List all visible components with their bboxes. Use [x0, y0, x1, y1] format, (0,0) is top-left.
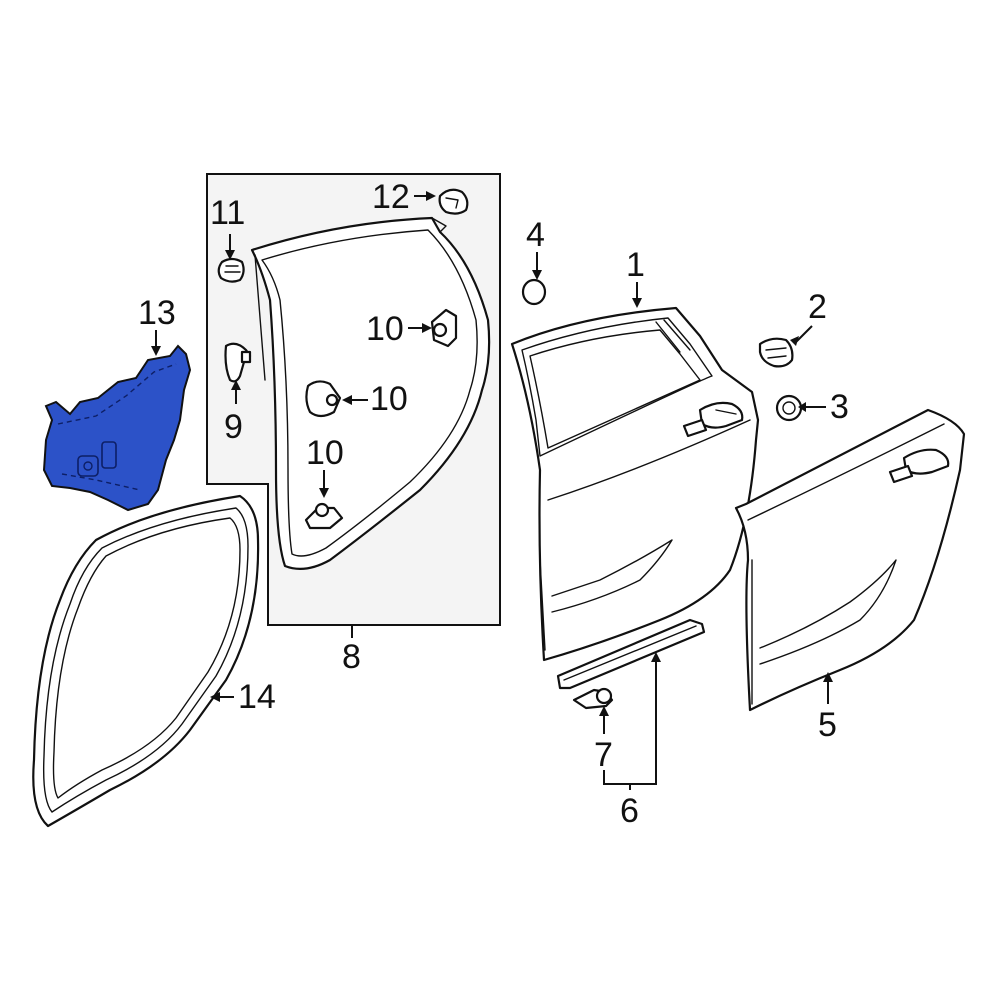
- callout-4: 4: [526, 216, 545, 254]
- part-12-clip: [438, 188, 469, 215]
- callout-14: 14: [238, 678, 276, 716]
- callout-10-middle: 10: [370, 380, 408, 418]
- callout-labels: 1 2 3 4 5 6 7 8 9 10 10 10 11 12 13 14: [138, 178, 849, 830]
- callout-13: 13: [138, 294, 176, 332]
- part-10-clip-lower: [304, 502, 344, 530]
- part-7-clip: [572, 687, 614, 710]
- leader-lines: [151, 191, 833, 790]
- callout-6: 6: [620, 792, 639, 830]
- part-3-grommet: [775, 394, 803, 422]
- part-9-clip: [224, 342, 252, 383]
- part-8-weatherstrip: [250, 216, 491, 571]
- callout-10-lower: 10: [306, 434, 344, 472]
- callout-11: 11: [210, 194, 245, 232]
- part-11-clip: [217, 257, 245, 283]
- part-2-plug: [758, 337, 794, 368]
- callout-12: 12: [372, 178, 410, 216]
- part-1-door: [510, 306, 760, 662]
- part-10-clip-middle: [305, 380, 342, 418]
- callout-8: 8: [342, 638, 361, 676]
- callout-10-upper: 10: [366, 310, 404, 348]
- part-4-plug: [521, 278, 547, 306]
- part-13-panel: [42, 344, 192, 512]
- part-14-weatherstrip: [32, 494, 260, 828]
- part-10-clip-upper: [430, 308, 458, 348]
- callout-2: 2: [808, 288, 827, 326]
- callout-5: 5: [818, 706, 837, 744]
- part-5-panel: [734, 408, 966, 712]
- part-6-molding: [556, 618, 706, 690]
- callout-1: 1: [626, 246, 645, 284]
- callout-3: 3: [830, 388, 849, 426]
- callout-7: 7: [594, 736, 613, 774]
- callout-9: 9: [224, 408, 243, 446]
